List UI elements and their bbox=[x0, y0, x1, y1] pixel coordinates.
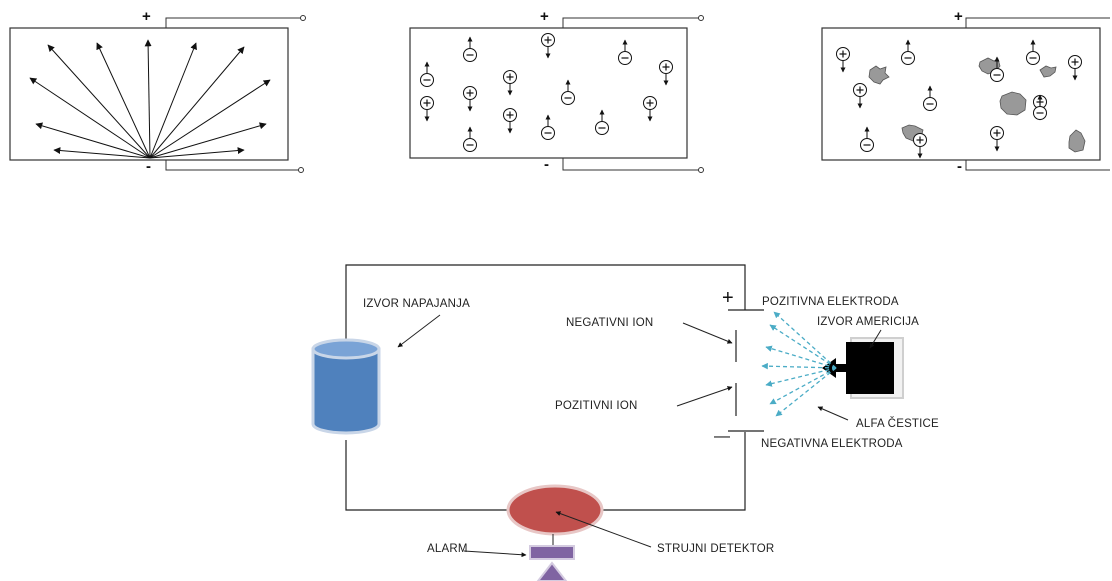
pointer-arrow bbox=[869, 329, 882, 349]
negative-ion bbox=[618, 39, 632, 65]
alpha-ray bbox=[765, 345, 837, 369]
alarm-speaker bbox=[529, 545, 575, 581]
ray-arrow bbox=[53, 147, 151, 159]
ray-arrow bbox=[149, 147, 245, 159]
alpha-ray-fan bbox=[29, 39, 271, 159]
ray-arrow bbox=[47, 44, 151, 159]
negative-ion bbox=[463, 126, 477, 152]
terminal bbox=[300, 15, 306, 21]
ion-group bbox=[420, 33, 673, 152]
negative-ion bbox=[860, 126, 874, 152]
battery bbox=[311, 338, 381, 435]
label-current-detector: STRUJNI DETEKTOR bbox=[657, 543, 775, 555]
terminal bbox=[698, 167, 704, 173]
positive-symbol: + bbox=[722, 287, 734, 309]
wire-left bbox=[345, 440, 510, 511]
negative-ion bbox=[923, 85, 937, 111]
ray-arrow bbox=[149, 79, 271, 159]
positive-ion bbox=[463, 86, 477, 112]
panel-smoke bbox=[821, 17, 1110, 171]
top-lead bbox=[555, 17, 700, 29]
panel-minus-sign: - bbox=[544, 156, 549, 173]
smoke-particles bbox=[868, 57, 1086, 153]
bottom-lead bbox=[158, 159, 300, 171]
panel-plus-sign: + bbox=[954, 8, 963, 25]
top-lead bbox=[158, 17, 302, 29]
label-alarm: ALARM bbox=[427, 543, 468, 555]
label-negative-electrode: NEGATIVNA ELEKTRODA bbox=[761, 438, 903, 450]
bottom-lead bbox=[958, 159, 1110, 171]
bottom-lead bbox=[555, 157, 700, 171]
americium-source bbox=[822, 337, 904, 399]
negative-ion bbox=[901, 39, 915, 65]
panel-minus-sign: - bbox=[146, 158, 151, 175]
alpha-ray bbox=[769, 367, 837, 405]
ray-arrow bbox=[149, 42, 197, 159]
negative-ion bbox=[463, 36, 477, 62]
positive-ion bbox=[1068, 55, 1082, 81]
negative-ion bbox=[1033, 94, 1047, 120]
positive-ion bbox=[541, 33, 555, 59]
pointer-arrow bbox=[676, 386, 733, 407]
alpha-rays bbox=[761, 311, 837, 417]
label-positive-electrode: POZITIVNA ELEKTRODA bbox=[762, 296, 899, 308]
pointer-arrow bbox=[682, 322, 733, 344]
alpha-ray bbox=[761, 362, 837, 370]
smoke-particle bbox=[1068, 129, 1086, 153]
wire-right bbox=[600, 432, 746, 511]
positive-ion bbox=[643, 96, 657, 122]
label-negative-ion: NEGATIVNI ION bbox=[566, 317, 654, 329]
smoke-particle bbox=[999, 91, 1027, 116]
label-positive-ion: POZITIVNI ION bbox=[555, 400, 638, 412]
positive-ion bbox=[503, 70, 517, 96]
negative-ion bbox=[541, 114, 555, 140]
positive-ion bbox=[990, 126, 1004, 152]
ray-arrow bbox=[29, 77, 151, 159]
panel-radiation bbox=[9, 15, 306, 173]
panel-minus-sign: - bbox=[957, 158, 962, 175]
positive-ion bbox=[836, 47, 850, 73]
pointer-arrow bbox=[397, 314, 441, 348]
ray-arrow bbox=[96, 42, 151, 159]
negative-ion bbox=[990, 56, 1004, 82]
negative-ion bbox=[1026, 39, 1040, 65]
panel-plus-sign: + bbox=[540, 8, 549, 25]
ion-group bbox=[836, 39, 1082, 159]
negative-ion bbox=[420, 61, 434, 87]
chamber-box bbox=[9, 27, 289, 161]
positive-ion bbox=[659, 60, 673, 86]
ray-arrow bbox=[149, 122, 267, 159]
label-americium-source: IZVOR AMERICIJA bbox=[817, 316, 920, 328]
terminal bbox=[298, 167, 304, 173]
pointer-arrow bbox=[817, 406, 849, 421]
panel-plus-sign: + bbox=[142, 8, 151, 25]
pointer-arrow bbox=[555, 511, 652, 548]
smoke-detector-circuit bbox=[311, 264, 904, 581]
label-power-source: IZVOR NAPAJANJA bbox=[363, 298, 470, 310]
ray-arrow bbox=[144, 39, 152, 159]
ray-arrow bbox=[35, 122, 151, 159]
positive-ion bbox=[420, 96, 434, 122]
pointer-arrow bbox=[463, 550, 527, 558]
positive-ion bbox=[503, 108, 517, 134]
positive-ion bbox=[913, 133, 927, 159]
negative-ion bbox=[561, 79, 575, 105]
ray-arrow bbox=[149, 46, 245, 159]
negative-ion bbox=[595, 109, 609, 135]
top-lead bbox=[958, 17, 1110, 29]
smoke-particle bbox=[1039, 65, 1057, 78]
current-detector bbox=[506, 484, 604, 536]
alpha-ray bbox=[775, 367, 837, 417]
positive-ion bbox=[853, 83, 867, 109]
alpha-ray bbox=[765, 367, 837, 387]
chamber-box bbox=[409, 27, 688, 159]
negative-symbol: — bbox=[714, 428, 730, 445]
wire-top bbox=[345, 264, 746, 340]
smoke-particle bbox=[868, 65, 890, 85]
terminal bbox=[698, 15, 704, 21]
panel-ions bbox=[409, 15, 704, 173]
alpha-ray bbox=[769, 324, 837, 369]
label-alpha-particles: ALFA ČESTICE bbox=[856, 418, 939, 430]
